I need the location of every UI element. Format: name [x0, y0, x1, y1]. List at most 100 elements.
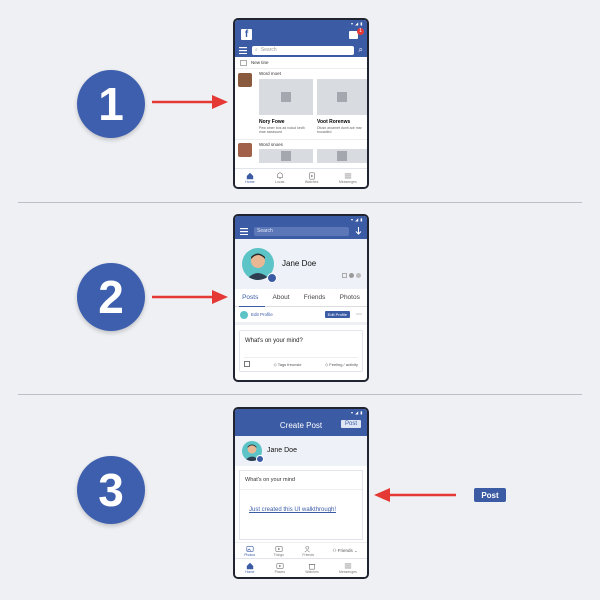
photo-dots	[342, 273, 361, 278]
menu-icon	[344, 173, 351, 179]
section-title: Word snoes	[259, 142, 283, 147]
nav-label: Messenges	[338, 570, 357, 574]
people-icon	[304, 545, 311, 552]
nav-home[interactable]: Home	[245, 172, 255, 184]
post-thumbnail[interactable]	[317, 149, 367, 163]
video-icon	[275, 545, 283, 552]
new-post-row[interactable]: New tine	[235, 57, 367, 69]
menu-icon	[344, 563, 352, 569]
avatar	[240, 310, 248, 319]
notification-badge: 1	[357, 28, 364, 35]
audience-label: Friends	[337, 547, 353, 553]
right-arrow-icon	[152, 95, 228, 109]
tab-about[interactable]: About	[272, 294, 290, 301]
check-icon[interactable]	[244, 361, 250, 367]
composer-card: What's on your mind? ◇ Tags freunsie ◇ F…	[239, 330, 363, 372]
section-title: Word moet	[259, 71, 281, 76]
post-thumbnail[interactable]	[259, 79, 313, 115]
nav-menu[interactable]: Messenges	[339, 172, 357, 184]
tag-action-label: Tags freunsie	[277, 361, 302, 367]
tool-things[interactable]: Things	[273, 545, 284, 557]
profile-name: Jane Doe	[282, 259, 317, 268]
author-row: Jane Doe	[235, 436, 367, 466]
header-title: Create Post	[279, 421, 323, 430]
post-title: Nory Fowe	[259, 119, 285, 125]
image-icon	[240, 59, 247, 66]
status-bar: ▾ ◢ ▮	[235, 20, 367, 27]
nav-notifications[interactable]: Locas	[275, 172, 284, 184]
feed-section-1: Word moet Nory Fowe Pew amer bos ad rodu…	[235, 69, 367, 139]
post-text-content: Just created this UI walkthrough!	[249, 507, 337, 513]
left-arrow-icon	[374, 488, 456, 502]
nav-watch[interactable]: Watches	[305, 562, 319, 574]
bell-icon	[276, 172, 283, 179]
menu-icon[interactable]	[239, 46, 247, 54]
more-options-icon[interactable]: ⋯	[356, 312, 362, 318]
camera-icon[interactable]	[267, 273, 277, 283]
right-arrow-icon	[152, 290, 228, 304]
tool-photos[interactable]: Photos	[244, 545, 255, 557]
tool-label: Things	[273, 552, 284, 557]
search-input[interactable]: Search	[254, 226, 349, 236]
phone-mockup-feed: ▾ ◢ ▮ f 1 ⌕Search ⌕ New tine Word moet N…	[233, 18, 369, 189]
nav-menu[interactable]: Messenges	[339, 562, 357, 574]
section-divider	[18, 202, 582, 203]
nav-watch[interactable]: Watches	[305, 172, 318, 184]
composer-prompt[interactable]: What's on your mind?	[245, 338, 303, 344]
download-arrow-icon[interactable]	[355, 227, 362, 235]
step-number-badge: 3	[77, 456, 145, 524]
post-thumbnail[interactable]	[317, 79, 367, 115]
tab-posts[interactable]: Posts	[242, 294, 259, 301]
post-thumbnail[interactable]	[259, 149, 313, 163]
search-icon: ⌕	[255, 47, 258, 53]
home-icon	[246, 172, 254, 180]
step-number-badge: 2	[77, 263, 145, 331]
tool-friends[interactable]: Friends	[302, 545, 314, 557]
nav-label: Places	[274, 570, 286, 574]
home-icon	[246, 562, 253, 570]
search-placeholder: Search	[257, 228, 273, 234]
nav-label: Locas	[275, 180, 285, 184]
edit-profile-row: Edit Profile Edit Profile ⋯	[235, 307, 367, 325]
menu-icon[interactable]	[240, 227, 248, 235]
tag-action[interactable]: ◇ Tags freunsie	[273, 361, 302, 367]
search-placeholder: Search	[260, 47, 277, 53]
edit-profile-button[interactable]: Edit Profile	[324, 311, 350, 318]
post-button[interactable]: Post	[340, 420, 361, 428]
edit-profile-link[interactable]: Edit Profile	[251, 312, 273, 317]
editor-divider	[240, 489, 362, 490]
nav-label: Messenges	[338, 180, 357, 184]
post-title: Voot Rorenws	[317, 119, 351, 125]
phone-mockup-create-post: ▾ ◢ ▮ Create Post Post Jane Doe What's o…	[233, 407, 369, 579]
nav-label: Watches	[305, 570, 319, 574]
phone-mockup-profile: ▾ ◢ ▮ Search Jane Doe Posts About Friend…	[233, 214, 369, 382]
audience-selector[interactable]: ⚇ Friends ⌄	[332, 547, 358, 553]
feeling-action[interactable]: ◇ Feeling / activity	[325, 361, 358, 367]
post-editor[interactable]: What's on your mind Just created this UI…	[239, 470, 363, 540]
messages-icon[interactable]	[349, 31, 358, 39]
new-label: New tine	[251, 60, 269, 65]
tab-photos[interactable]: Photos	[339, 294, 360, 301]
post-tools: Photos Things Friends ⚇ Friends ⌄	[235, 542, 367, 558]
avatar	[238, 143, 252, 157]
create-post-screen: ▾ ◢ ▮ Create Post Post Jane Doe What's o…	[235, 409, 367, 577]
search-icon[interactable]: ⌕	[358, 45, 363, 54]
photo-icon	[246, 545, 254, 552]
nav-label: Home	[245, 180, 255, 184]
app-header: f 1	[235, 27, 367, 43]
tool-label: Photos	[244, 552, 256, 557]
avatar	[238, 73, 252, 87]
tab-friends[interactable]: Friends	[303, 294, 326, 301]
tool-label: Friends	[302, 552, 315, 557]
active-tab-indicator	[239, 305, 265, 307]
profile-header: Jane Doe	[235, 239, 367, 289]
nav-places[interactable]: Places	[274, 562, 286, 574]
search-input[interactable]: ⌕Search	[252, 45, 354, 55]
feed-section-2: Word snoes	[235, 139, 367, 170]
facebook-logo: f	[241, 29, 252, 40]
bottom-navigation: Home Places Watches Messenges	[235, 558, 367, 577]
create-post-header: Create Post Post	[235, 416, 367, 436]
bottom-navigation: Home Locas Watches Messenges	[235, 168, 367, 187]
nav-home[interactable]: Home	[245, 562, 254, 574]
video-icon	[308, 172, 315, 180]
